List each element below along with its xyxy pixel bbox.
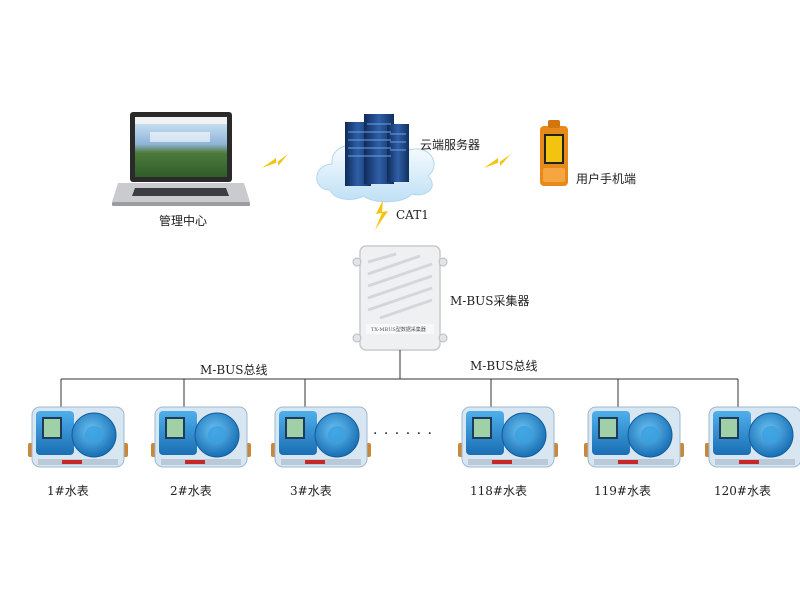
wireless-bolt-icon-left: [262, 154, 288, 168]
water-meter-icon: [584, 406, 684, 468]
laptop-icon: [112, 112, 250, 206]
cloud-server-label: 云端服务器: [420, 138, 481, 152]
mbus-lines: [60, 350, 739, 410]
water-meter-icon: [705, 406, 800, 468]
wireless-bolt-icon-right: [484, 154, 511, 168]
collector-box-icon: [352, 245, 448, 351]
meter-label-1: 1#水表: [47, 484, 89, 498]
water-meter-icon: [151, 406, 251, 468]
collector-label: M-BUS采集器: [450, 294, 530, 308]
bus-label-left: M-BUS总线: [200, 363, 268, 377]
meter-label-118: 118#水表: [470, 484, 527, 498]
bus-label-right: M-BUS总线: [470, 359, 538, 373]
mobile-label: 用户手机端: [576, 172, 637, 186]
cat1-bolt-icon: [375, 200, 388, 230]
meter-label-119: 119#水表: [594, 484, 651, 498]
management-center-label: 管理中心: [159, 214, 208, 228]
water-meter-icon: [271, 406, 371, 468]
cloud-server-icon: [316, 114, 435, 203]
meter-label-120: 120#水表: [714, 484, 771, 498]
meter-label-2: 2#水表: [170, 484, 212, 498]
water-meter-icon: [458, 406, 558, 468]
meters-group: [28, 406, 800, 468]
meter-label-3: 3#水表: [290, 484, 332, 498]
phone-terminal-icon: [540, 120, 568, 186]
ellipsis-separator: · · · · · ·: [373, 426, 433, 442]
water-meter-icon: [28, 406, 128, 468]
cat1-label: CAT1: [396, 208, 429, 222]
collector-plate-text: TX-MBUS型数据采集器: [371, 327, 426, 333]
